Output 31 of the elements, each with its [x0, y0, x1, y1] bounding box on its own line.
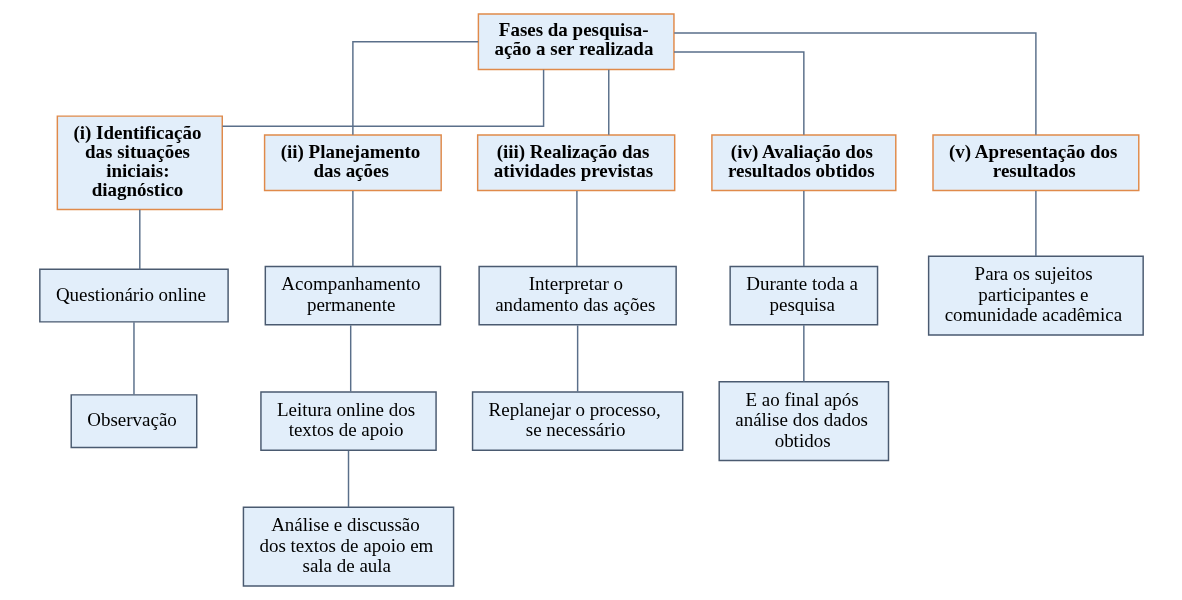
- connector: [802, 190, 805, 267]
- node-box: Durante toda a pesquisa: [728, 265, 878, 326]
- node-box: E ao final após análise dos dados obtidos: [717, 381, 889, 462]
- node-box: Questionário online: [38, 268, 229, 323]
- node-box: (iii) Realização das atividades previstas: [476, 134, 675, 192]
- connector: [347, 450, 349, 508]
- node-box: Interpretar o andamento das ações: [477, 265, 677, 326]
- connector: [672, 51, 805, 136]
- connector: [132, 321, 135, 396]
- node-box: Replanejar o processo, se necessário: [471, 391, 683, 452]
- connector: [221, 69, 544, 128]
- connector: [351, 190, 354, 267]
- node-box: Análise e discussão dos textos de apoio em sala de aula: [242, 506, 454, 587]
- node-box: Fases da pesquisa-ação a ser realizada: [477, 13, 675, 71]
- node-box: (v) Apresentação dos resultados: [931, 134, 1139, 192]
- connector: [802, 324, 805, 383]
- connector: [576, 324, 578, 393]
- connector: [607, 69, 609, 136]
- connector: [575, 190, 578, 267]
- connector: [349, 324, 351, 393]
- node-box: Observação: [70, 394, 197, 449]
- connector: [673, 32, 1037, 136]
- connector: [1034, 190, 1037, 257]
- node-box: (ii) Planejamento das ações: [263, 134, 442, 192]
- connector: [351, 40, 479, 136]
- node-box: Para os sujeitos participantes e comunidade acadêmica: [927, 255, 1144, 336]
- node-box: (i) Identificação das situações iniciais: diagnóstico: [56, 115, 223, 211]
- node-box: Leitura online dos textos de apoio: [259, 391, 437, 452]
- connector: [138, 208, 141, 271]
- node-box: Acompanhamento permanente: [264, 265, 441, 326]
- node-box: (iv) Avaliação dos resultados obtidos: [710, 134, 896, 192]
